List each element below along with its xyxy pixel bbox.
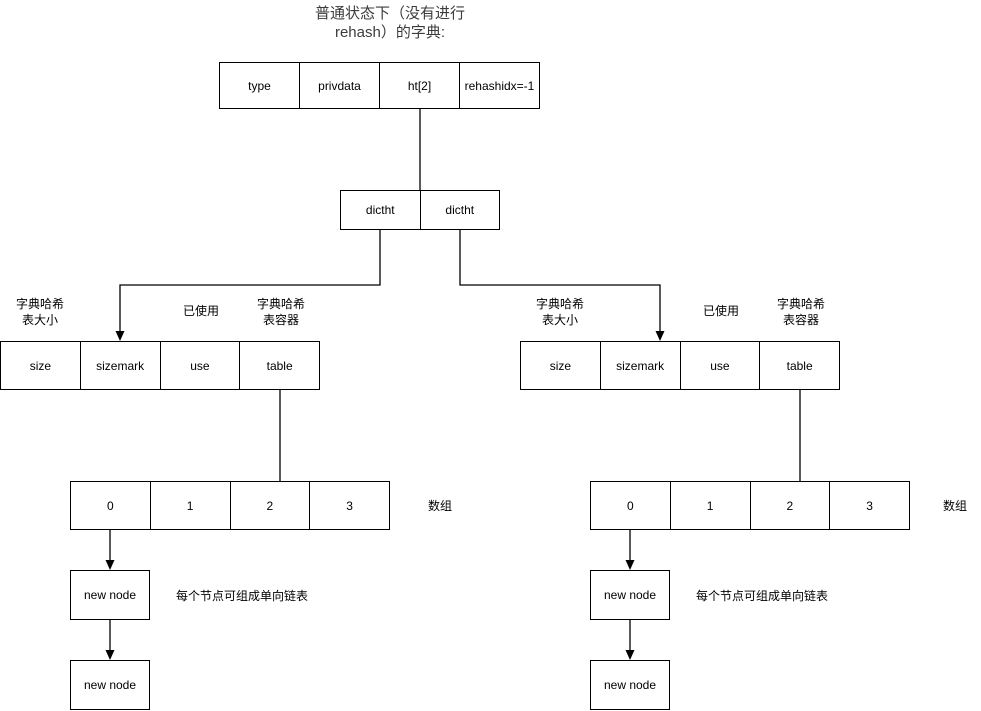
right-array-box: 0 1 2 3 <box>590 481 910 530</box>
left-array-cell-1: 1 <box>149 482 230 529</box>
left-label-used: 已使用 <box>182 304 219 318</box>
dictht-cell-0: dictht <box>365 203 395 217</box>
arrowhead-right-node2 <box>625 650 635 660</box>
arrowhead-right-node1 <box>625 560 635 570</box>
right-ht-cell-table: table <box>759 342 839 389</box>
right-array-cell-1: 1 <box>669 482 750 529</box>
arrowhead-left-node1 <box>105 560 115 570</box>
right-array-label: 数组 <box>942 499 967 513</box>
left-new-node-1-text: new node <box>83 588 137 602</box>
right-new-node-2-text: new node <box>603 678 657 692</box>
dict-cell-type: type <box>248 78 271 93</box>
right-label-hash-table-size: 字典哈希 表大小 <box>535 297 584 327</box>
left-ht-cell-use: use <box>159 342 240 389</box>
dict-cell-ht2: ht[2] <box>379 63 459 108</box>
left-ht-cell-sizemark: sizemark <box>79 342 160 389</box>
dict-cell-privdata: privdata <box>299 63 379 108</box>
right-label-used: 已使用 <box>702 304 739 318</box>
left-array-cell-2: 2 <box>229 482 310 529</box>
left-linked-list-note: 每个节点可组成单向链表 <box>176 589 309 603</box>
left-hashtable-box: size sizemark use table <box>0 341 320 390</box>
right-linked-list-note: 每个节点可组成单向链表 <box>696 589 829 603</box>
dictht-cell-1: dictht <box>419 191 500 229</box>
arrowhead-right-hashtable <box>655 331 665 341</box>
left-array-cell-3: 3 <box>309 482 389 529</box>
left-new-node-box-2: new node <box>70 660 150 710</box>
left-ht-cell-table: table <box>239 342 319 389</box>
left-array-box: 0 1 2 3 <box>70 481 390 530</box>
right-new-node-1-text: new node <box>603 588 657 602</box>
left-new-node-2-text: new node <box>83 678 137 692</box>
left-new-node-box-1: new node <box>70 570 150 620</box>
dict-cell-rehashidx: rehashidx=-1 <box>459 63 539 108</box>
arrowhead-left-hashtable <box>115 331 125 341</box>
left-array-label: 数组 <box>427 499 452 513</box>
right-hashtable-box: size sizemark use table <box>520 341 840 390</box>
right-array-cell-3: 3 <box>829 482 909 529</box>
dict-struct-box: type privdata ht[2] rehashidx=-1 <box>219 62 540 109</box>
right-label-hash-table-container: 字典哈希 表容器 <box>776 297 825 327</box>
right-array-cell-0: 0 <box>627 498 634 513</box>
right-ht-cell-sizemark: sizemark <box>599 342 680 389</box>
dictht-box: dictht dictht <box>340 190 500 230</box>
left-array-cell-0: 0 <box>107 498 114 513</box>
right-ht-cell-size: size <box>549 358 572 373</box>
left-label-hash-table-size: 字典哈希 表大小 <box>15 297 64 327</box>
right-array-cell-2: 2 <box>749 482 830 529</box>
right-ht-cell-use: use <box>679 342 760 389</box>
right-new-node-box-1: new node <box>590 570 670 620</box>
arrowhead-left-node2 <box>105 650 115 660</box>
right-new-node-box-2: new node <box>590 660 670 710</box>
diagram-title: 普通状态下（没有进行 rehash）的字典: <box>314 5 465 41</box>
left-label-hash-table-container: 字典哈希 表容器 <box>256 297 305 327</box>
left-ht-cell-size: size <box>29 358 52 373</box>
